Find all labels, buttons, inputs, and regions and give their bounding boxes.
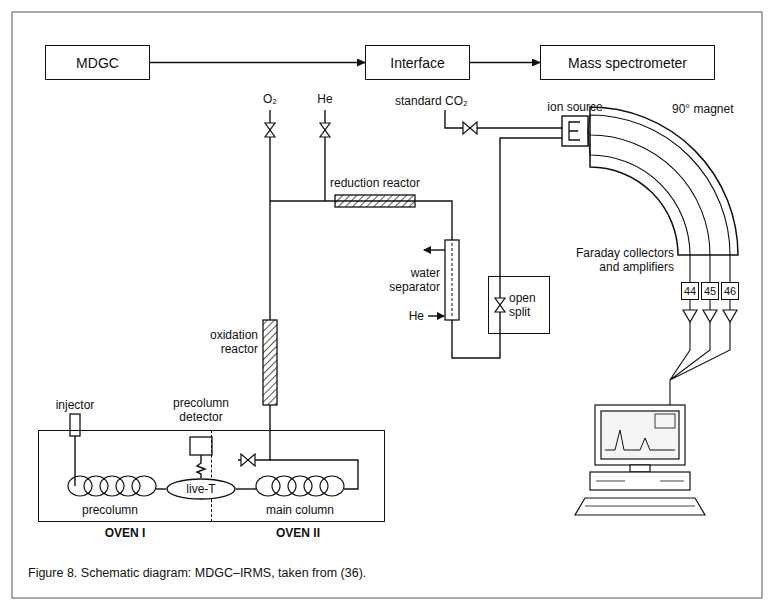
node-text: Interface (390, 55, 444, 71)
water-separator (445, 240, 459, 320)
gas-label: O₂ (258, 92, 282, 106)
ion-source-filament (569, 122, 580, 140)
flow-arrow (470, 62, 540, 63)
part-label: precolumn detector (158, 396, 244, 424)
amplifier-symbol (723, 310, 737, 322)
amplifier-symbol (683, 310, 697, 322)
figure-frame (12, 12, 762, 598)
precolumn-detector (190, 437, 212, 455)
valve-symbol (463, 122, 477, 134)
reactor-outlet-line (238, 405, 270, 460)
oven-label: OVEN II (212, 526, 384, 540)
injector-port (70, 414, 80, 436)
node-text: open split (509, 291, 545, 319)
faraday-collector: 46 (721, 282, 739, 300)
main-column-inlet (236, 488, 256, 489)
part-label: precolumn (60, 503, 160, 517)
water-outlet-arrow (424, 249, 445, 250)
node-text: 45 (704, 285, 716, 297)
magnet-sector (590, 107, 738, 255)
faraday-collector: 45 (701, 282, 719, 300)
node-text: MDGC (76, 55, 119, 71)
node-text: 46 (724, 285, 736, 297)
ion-source (562, 116, 588, 146)
coil-loop (304, 476, 328, 496)
faraday-collector: 44 (681, 282, 699, 300)
detector-line (197, 455, 205, 478)
gas-label: He (313, 92, 337, 106)
coil-loop (132, 476, 156, 496)
node-text: 44 (684, 285, 696, 297)
node-text: Mass spectrometer (568, 55, 687, 71)
process-box: MDGC (45, 45, 150, 80)
column-outlet-line (270, 460, 358, 489)
transfer-line (452, 138, 562, 358)
part-label: 90° magnet (672, 102, 756, 116)
valve-symbol (320, 123, 330, 137)
part-label: injector (40, 398, 110, 412)
gas-label: standard CO₂ (395, 94, 495, 108)
monitor-screen (601, 411, 679, 459)
split-valve-symbol (495, 298, 505, 312)
live-t-ellipse: live-T (166, 478, 236, 500)
figure-caption: Figure 8. Schematic diagram: MDGC–IRMS, … (28, 566, 748, 580)
gas-label: He (400, 309, 424, 323)
coil-loop (256, 476, 280, 496)
flow-arrow (150, 62, 365, 63)
part-label: oxidation reactor (186, 328, 258, 356)
part-label: ion source (540, 100, 610, 114)
computer-detail (585, 481, 695, 506)
coil-loop (320, 476, 344, 496)
part-label: water separator (372, 266, 440, 294)
part-label: reduction reactor (320, 176, 430, 190)
monitor-stand (630, 465, 650, 472)
keyboard (575, 498, 705, 515)
screen-trace (605, 430, 675, 450)
process-box: Interface (365, 45, 470, 80)
computer-monitor (595, 405, 685, 465)
process-box: Mass spectrometer (540, 45, 715, 80)
oxidation-reactor (263, 320, 277, 405)
open-split: open split (488, 276, 550, 334)
signal-cables (670, 322, 730, 405)
coil-loop (288, 476, 312, 496)
valve-symbol (265, 123, 275, 137)
part-label: main column (250, 503, 350, 517)
reduction-reactor (335, 195, 415, 207)
coil-loop (100, 476, 124, 496)
membrane-tube (452, 243, 453, 317)
oxygen-line (269, 110, 270, 320)
oven-label: OVEN I (39, 526, 211, 540)
coil-loop (272, 476, 296, 496)
collector-leads (690, 300, 730, 310)
precolumn-outlet (156, 488, 166, 489)
coil-loop (84, 476, 108, 496)
injector-line (74, 436, 75, 486)
vent-valve-symbol (241, 454, 255, 466)
helium-inlet-arrow (428, 315, 444, 316)
coil-loop (116, 476, 140, 496)
ellipse-shape (167, 479, 235, 499)
part-label: Faraday collectors and amplifiers (560, 246, 674, 274)
coil-loop (68, 476, 92, 496)
screen-window (655, 414, 675, 428)
amplifier-symbol (703, 310, 717, 322)
